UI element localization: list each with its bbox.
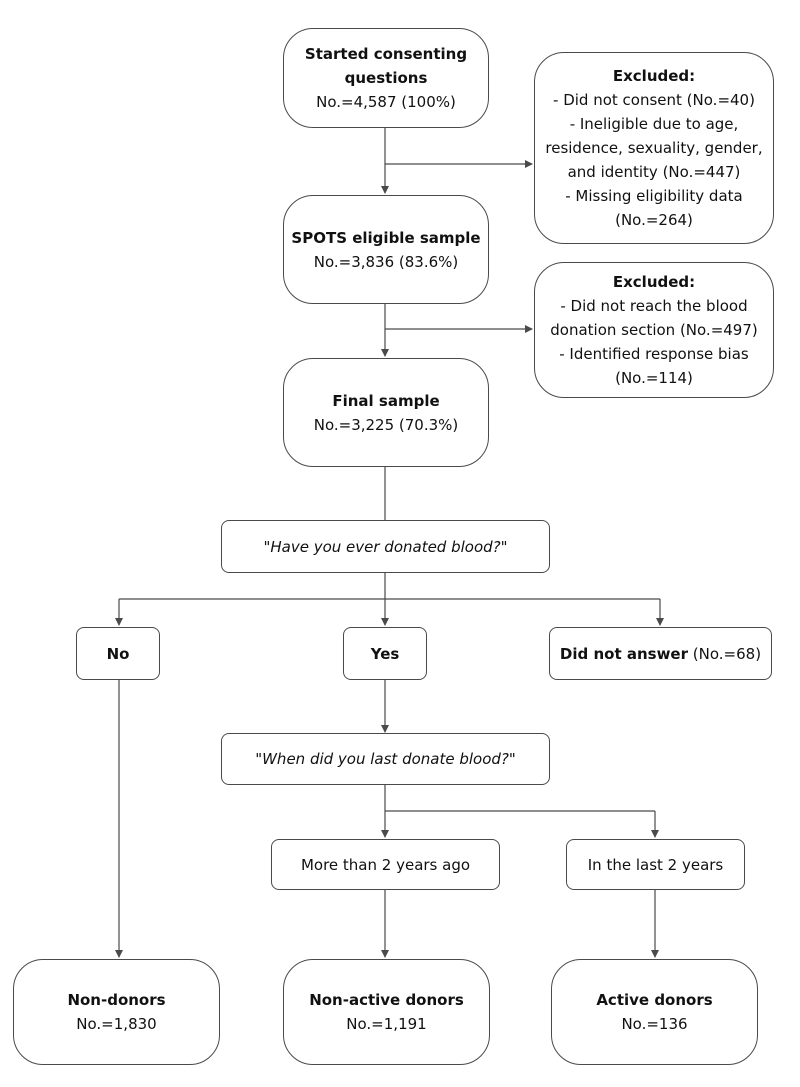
more-than-2-years-label: More than 2 years ago: [300, 855, 471, 874]
answer-no-label: No: [106, 644, 130, 663]
non-active-donors-box: Non-active donors No.=1,191: [283, 959, 490, 1065]
active-donors-box: Active donors No.=136: [551, 959, 758, 1065]
last-2-years-box: In the last 2 years: [566, 839, 745, 890]
active-donors-count: No.=136: [621, 1015, 688, 1033]
eligible-title: SPOTS eligible sample: [291, 228, 481, 247]
final-title: Final sample: [332, 391, 440, 410]
excluded1-box: Excluded: - Did not consent (No.=40) - I…: [534, 52, 774, 244]
non-donors-title: Non-donors: [67, 991, 166, 1009]
did-not-answer-text: Did not answer (No.=68): [560, 642, 761, 666]
final-box: Final sample No.=3,225 (70.3%): [283, 358, 489, 467]
question1-box: "Have you ever donated blood?": [221, 520, 550, 573]
answer-yes-box: Yes: [343, 627, 427, 680]
question2-text: "When did you last donate blood?": [255, 750, 516, 768]
eligible-count: No.=3,836 (83.6%): [313, 252, 459, 271]
excluded1-line: and identity (No.=447): [567, 163, 741, 181]
excluded2-line: - Did not reach the blood: [560, 297, 748, 315]
non-donors-count: No.=1,830: [76, 1015, 157, 1033]
eligible-box: SPOTS eligible sample No.=3,836 (83.6%): [283, 195, 489, 304]
start-title-line2: questions: [344, 69, 428, 87]
final-count: No.=3,225 (70.3%): [313, 415, 459, 434]
answer-yes-label: Yes: [370, 644, 400, 663]
did-not-answer-count: (No.=68): [692, 644, 762, 663]
excluded2-line: donation section (No.=497): [550, 321, 758, 339]
excluded1-line: - Missing eligibility data: [565, 187, 743, 205]
excluded1-heading: Excluded:: [612, 67, 696, 85]
start-box: Started consenting questions No.=4,587 (…: [283, 28, 489, 128]
last-2-years-label: In the last 2 years: [587, 855, 724, 874]
non-active-donors-title: Non-active donors: [309, 991, 464, 1009]
question1-text: "Have you ever donated blood?": [263, 537, 508, 556]
active-donors-title: Active donors: [596, 991, 713, 1009]
excluded2-heading: Excluded:: [612, 273, 696, 291]
excluded1-line: - Ineligible due to age,: [569, 115, 739, 133]
excluded1-line: residence, sexuality, gender,: [545, 139, 763, 157]
did-not-answer-box: Did not answer (No.=68): [549, 627, 772, 680]
non-donors-box: Non-donors No.=1,830: [13, 959, 220, 1065]
did-not-answer-label: Did not answer: [559, 644, 689, 663]
more-than-2-years-box: More than 2 years ago: [271, 839, 500, 890]
excluded2-line: (No.=114): [615, 369, 693, 387]
excluded2-box: Excluded: - Did not reach the blood dona…: [534, 262, 774, 398]
answer-no-box: No: [76, 627, 160, 680]
excluded1-line: - Did not consent (No.=40): [553, 91, 755, 109]
non-active-donors-count: No.=1,191: [346, 1015, 427, 1033]
question2-box: "When did you last donate blood?": [221, 733, 550, 785]
excluded2-line: - Identified response bias: [559, 345, 749, 363]
start-title-line1: Started consenting: [304, 45, 468, 63]
excluded1-line: (No.=264): [615, 211, 693, 229]
start-count: No.=4,587 (100%): [316, 93, 456, 111]
